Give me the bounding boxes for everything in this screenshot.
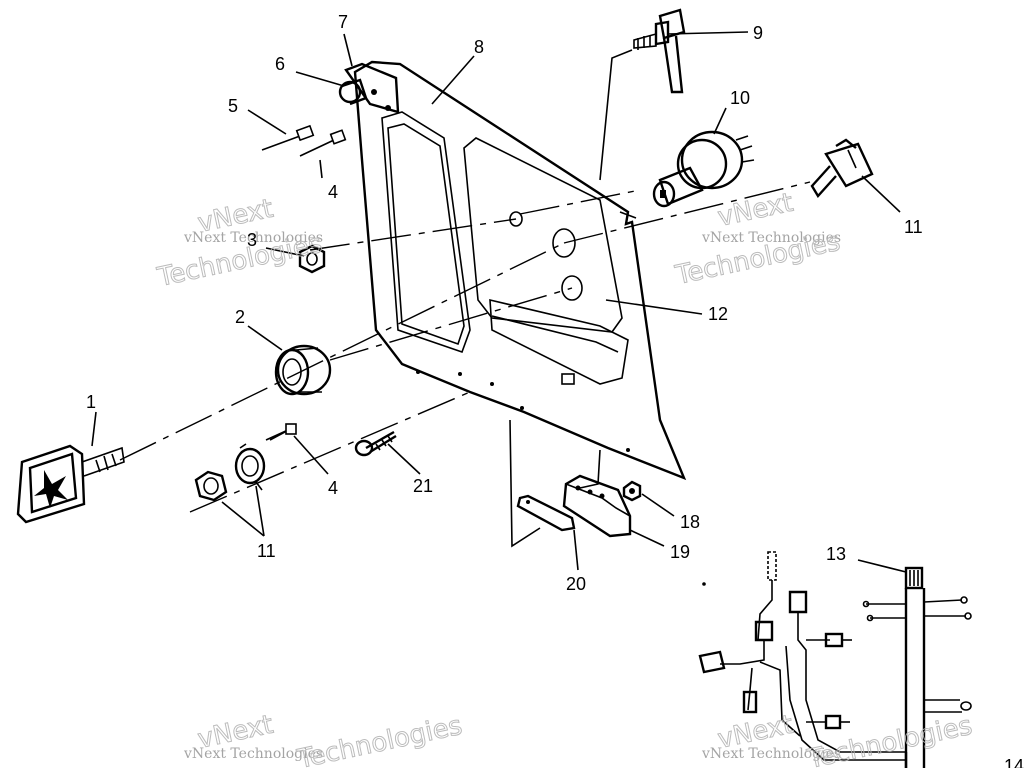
ignition-switch-part-10 [652,130,755,208]
assembly-lines [119,49,811,548]
callout-7: 7 [338,12,348,32]
bracket-bushing [338,62,400,114]
callout-2: 2 [235,307,245,327]
callout-12: 12 [708,304,728,324]
nut-washer-part-11 [194,443,266,502]
callout-3: 3 [247,230,257,250]
watermark-small-2: vNext Technologies [701,230,841,246]
callout-20: 20 [566,574,586,594]
bolt-part-21 [354,430,397,457]
ignition-key [16,444,125,524]
watermark-small-3: vNext Technologies [183,746,323,762]
screws [261,124,347,441]
dash-panel [353,60,687,481]
callout-9: 9 [753,23,763,43]
callout-5: 5 [228,96,238,116]
callout-13: 13 [826,544,846,564]
callout-14: 14 [1004,756,1024,768]
watermark-small-1: vNext Technologies [183,230,323,246]
callout-1: 1 [86,392,96,412]
watermark-small-4: vNext Technologies [701,746,841,762]
callout-18: 18 [680,512,700,532]
watermark-group: vNext vNext Technologies Technologies vN… [154,187,976,773]
callout-8: 8 [474,37,484,57]
callout-4-lower: 4 [328,478,338,498]
callout-21: 21 [413,476,433,496]
callout-11-lower: 11 [257,541,276,561]
nut-part-3 [298,244,326,274]
toggle-switch-part-11 [810,138,874,199]
watermark-vnext-2: vNext [715,188,796,233]
mounting-bracket [516,474,642,538]
callout-4-upper: 4 [328,182,338,202]
watermark-tech-3: Technologies [294,711,465,768]
wiring-harness [698,551,972,768]
callout-6: 6 [275,54,285,74]
callout-19: 19 [670,542,690,562]
stray-dot [702,582,706,586]
toggle-switch-part-9 [633,8,686,94]
callout-11-upper: 11 [904,217,923,237]
callout-10: 10 [730,88,750,108]
leader-lines [91,31,907,573]
bezel-ring [274,344,332,396]
callout-labels: 1 2 3 4 5 6 7 8 9 10 11 12 4 21 11 18 19… [86,12,1024,773]
